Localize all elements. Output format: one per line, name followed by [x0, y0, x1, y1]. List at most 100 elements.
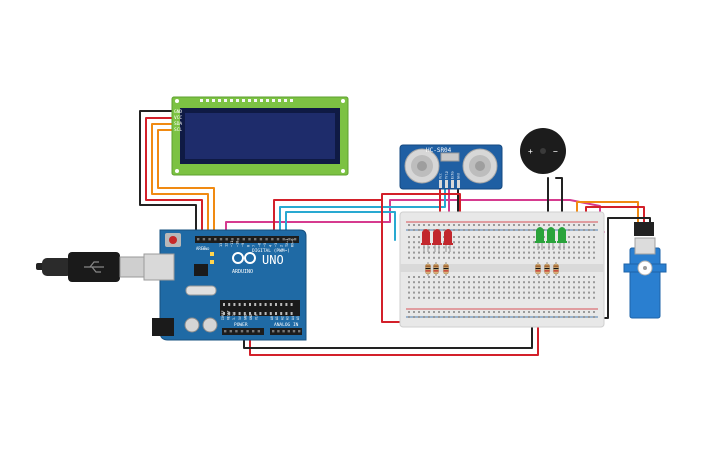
- breadboard-hole: [508, 224, 510, 226]
- wire-servo-orange: [576, 201, 639, 225]
- breadboard-hole: [448, 256, 450, 259]
- breadboard-hole: [553, 251, 555, 254]
- breadboard-hole: [418, 311, 420, 313]
- resistor: [433, 262, 439, 276]
- header-pin-hole: [219, 238, 223, 241]
- breadboard-hole: [413, 224, 415, 226]
- resistor-band: [553, 265, 559, 267]
- breadboard-hole: [503, 316, 505, 318]
- breadboard-hole: [518, 296, 520, 299]
- breadboard-hole: [593, 291, 595, 294]
- breadboard-hole: [523, 296, 525, 299]
- breadboard-hole: [503, 224, 505, 226]
- led-body: [558, 227, 566, 242]
- breadboard-hole: [428, 296, 430, 299]
- header-pin-hole: [288, 238, 291, 241]
- analog-pin-label: A4: [291, 316, 295, 320]
- breadboard-hole: [458, 276, 460, 278]
- breadboard-hole: [438, 311, 440, 313]
- header-pin-hole: [246, 330, 249, 333]
- breadboard-hole: [483, 236, 485, 238]
- power-pin-label: IOREF: [221, 310, 225, 320]
- breadboard-hole: [528, 286, 530, 289]
- breadboard-hole: [453, 281, 455, 284]
- breadboard-hole: [458, 291, 460, 294]
- chip-pin: [238, 303, 241, 306]
- breadboard-hole: [518, 251, 520, 254]
- breadboard-hole: [543, 256, 545, 259]
- breadboard-hole: [448, 246, 450, 249]
- breadboard-hole: [538, 316, 540, 318]
- breadboard-hole: [588, 286, 590, 289]
- breadboard-hole: [573, 281, 575, 284]
- led-body: [547, 227, 555, 242]
- breadboard-hole: [528, 256, 530, 259]
- led-body: [444, 229, 452, 244]
- breadboard-hole: [493, 316, 495, 318]
- resistor: [443, 262, 449, 276]
- header-pin-hole: [235, 330, 238, 333]
- lcd-pin-label: VCC: [174, 115, 182, 121]
- breadboard-hole: [518, 286, 520, 289]
- wire-buzzer-minus: [555, 177, 563, 213]
- breadboard-hole: [548, 276, 550, 278]
- ultrasonic-transducer-right-icon: [462, 148, 498, 184]
- breadboard-hole: [453, 241, 455, 244]
- resistor-band: [553, 270, 559, 272]
- breadboard-hole: [528, 251, 530, 254]
- lcd-top-pin: [242, 99, 245, 102]
- breadboard-hole: [508, 236, 510, 238]
- breadboard-hole: [463, 291, 465, 294]
- breadboard-hole: [413, 276, 415, 278]
- chip-pin: [254, 303, 257, 306]
- breadboard-hole: [463, 296, 465, 299]
- breadboard-hole: [568, 251, 570, 254]
- chip-pin: [275, 312, 277, 315]
- breadboard-hole: [528, 316, 530, 318]
- lcd-pin-label: GND: [174, 109, 182, 115]
- breadboard-hole: [433, 224, 435, 226]
- chip-pin: [243, 303, 246, 306]
- lcd-top-pin: [212, 99, 215, 102]
- breadboard-hole: [588, 224, 590, 226]
- breadboard-hole: [478, 291, 480, 294]
- breadboard-hole: [583, 236, 585, 238]
- breadboard-hole: [543, 246, 545, 249]
- breadboard-hole: [533, 296, 535, 299]
- breadboard-hole: [553, 246, 555, 249]
- lcd-top-pin: [224, 99, 227, 102]
- led-body: [433, 229, 441, 244]
- breadboard-hole: [473, 296, 475, 299]
- breadboard-hole: [513, 241, 515, 244]
- digital-pin-label: ~6: [258, 243, 262, 247]
- breadboard-hole: [588, 281, 590, 284]
- sensor-label: HC-SR04: [426, 147, 452, 154]
- breadboard-hole: [473, 251, 475, 254]
- breadboard-hole: [558, 224, 560, 226]
- breadboard-hole: [533, 291, 535, 294]
- resistor-band: [544, 267, 550, 270]
- breadboard-hole: [583, 276, 585, 278]
- ultrasonic-transducer-left-icon: [404, 148, 440, 184]
- resistor-band: [443, 270, 449, 272]
- breadboard-hole: [408, 236, 410, 238]
- header-pin-hole: [292, 330, 296, 333]
- breadboard-hole: [468, 286, 470, 289]
- breadboard-hole: [563, 286, 565, 289]
- breadboard-hole: [498, 229, 500, 231]
- breadboard-hole: [543, 316, 545, 318]
- breadboard-hole: [518, 256, 520, 259]
- breadboard-hole: [508, 291, 510, 294]
- breadboard-hole: [483, 276, 485, 278]
- breadboard-hole: [493, 311, 495, 313]
- breadboard-hole: [583, 224, 585, 226]
- breadboard-hole: [558, 256, 560, 259]
- breadboard-hole: [508, 276, 510, 278]
- header-pin-hole: [272, 330, 275, 333]
- resistor-band: [433, 270, 439, 272]
- breadboard-hole: [423, 311, 425, 313]
- resistor-band: [425, 267, 431, 270]
- lcd-top-pin: [266, 99, 269, 102]
- sensor-pin-label: Gnd: [457, 173, 461, 179]
- lcd-top-pin: [236, 99, 239, 102]
